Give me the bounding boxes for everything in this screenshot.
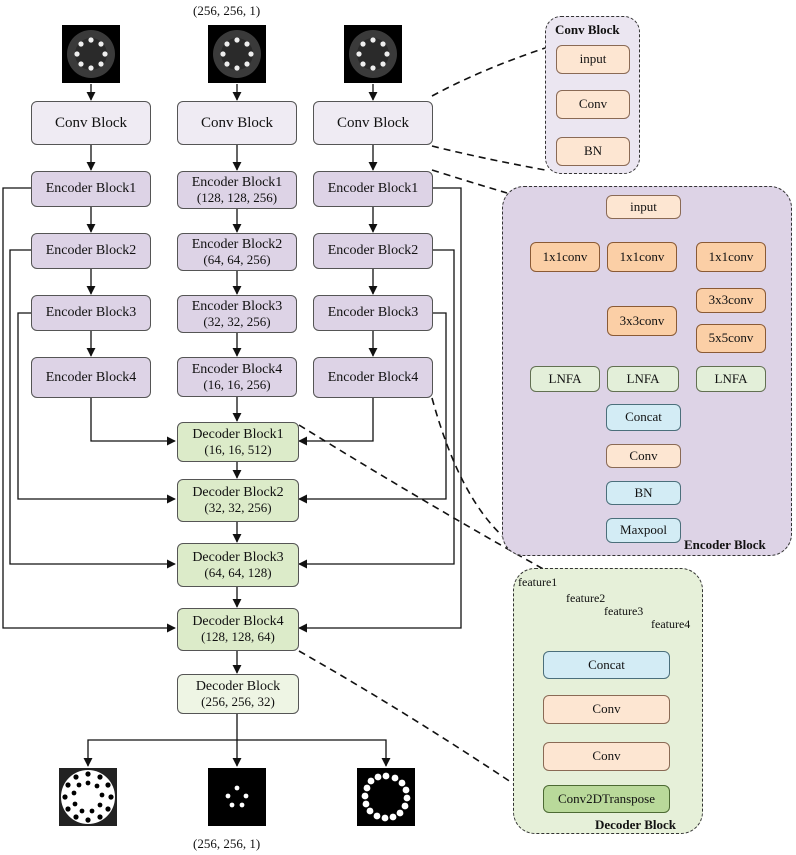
decoder-block3-name: Decoder Block3 — [192, 549, 284, 565]
encoder-block3-left: Encoder Block3 — [31, 295, 151, 331]
input-image-2 — [208, 25, 266, 83]
input-image-1 — [62, 25, 120, 83]
enc-panel-branch2: 1x1conv — [607, 242, 677, 272]
conv-panel-input: input — [556, 45, 630, 74]
encoder-block2-shape: (64, 64, 256) — [203, 251, 271, 267]
output-image-2 — [208, 768, 266, 826]
decoder-block4-name: Decoder Block4 — [192, 614, 284, 630]
dec-panel-conv2: Conv — [543, 742, 670, 771]
input-shape-label: (256, 256, 1) — [193, 3, 261, 18]
output-image-3 — [357, 768, 415, 826]
enc-panel-b3-3x3: 3x3conv — [696, 288, 766, 313]
encoder-block2-left: Encoder Block2 — [31, 233, 151, 269]
feature4-label: feature4 — [651, 617, 691, 631]
enc-panel-input: input — [606, 195, 681, 219]
encoder-block2-name: Encoder Block2 — [191, 236, 283, 252]
encoder-block4-right: Encoder Block4 — [313, 357, 433, 398]
enc-panel-branch1: 1x1conv — [530, 242, 600, 272]
enc-panel-conv: Conv — [606, 444, 681, 468]
decoder-block1-name: Decoder Block1 — [192, 426, 284, 442]
encoder-block4-shape: (16, 16, 256) — [203, 376, 271, 392]
conv-panel-bn: BN — [556, 137, 630, 166]
encoder-panel-title: Encoder Block — [684, 537, 766, 552]
encoder-block1-left: Encoder Block1 — [31, 171, 151, 207]
decoder-block4-shape: (128, 128, 64) — [201, 629, 275, 645]
decoder-block-final: Decoder Block (256, 256, 32) — [177, 674, 299, 714]
decoder-block2-name: Decoder Block2 — [192, 485, 284, 501]
decoder-block3-shape: (64, 64, 128) — [204, 564, 272, 580]
feature1-label: feature1 — [518, 575, 558, 589]
enc-panel-lnfa3: LNFA — [696, 366, 766, 392]
encoder-block1-name: Encoder Block1 — [191, 174, 283, 190]
enc-panel-lnfa2: LNFA — [607, 366, 679, 392]
enc-panel-concat: Concat — [606, 404, 681, 431]
decoder-block3: Decoder Block3 (64, 64, 128) — [177, 543, 299, 587]
output-image-1 — [59, 768, 117, 826]
conv-panel-title: Conv Block — [555, 22, 620, 37]
feature3-label: feature3 — [604, 604, 644, 618]
dec-panel-conv1: Conv — [543, 695, 670, 724]
enc-panel-b3-5x5: 5x5conv — [696, 324, 766, 353]
enc-panel-bn: BN — [606, 481, 681, 505]
encoder-block3-center: Encoder Block3 (32, 32, 256) — [177, 295, 297, 333]
encoder-block1-shape: (128, 128, 256) — [196, 189, 278, 205]
encoder-block4-left: Encoder Block4 — [31, 357, 151, 398]
dec-panel-conv2dtranspose: Conv2DTranspose — [543, 785, 670, 813]
output-shape-label: (256, 256, 1) — [193, 836, 261, 851]
decoder-block-final-shape: (256, 256, 32) — [201, 693, 275, 709]
decoder-block1: Decoder Block1 (16, 16, 512) — [177, 422, 299, 462]
conv-block-right: Conv Block — [313, 101, 433, 145]
decoder-panel-title: Decoder Block — [595, 817, 676, 832]
dec-panel-concat: Concat — [543, 651, 670, 679]
conv-block-left: Conv Block — [31, 101, 151, 145]
decoder-block2: Decoder Block2 (32, 32, 256) — [177, 479, 299, 522]
encoder-block1-right: Encoder Block1 — [313, 171, 433, 207]
enc-panel-b2-3x3: 3x3conv — [607, 306, 677, 336]
enc-panel-lnfa1: LNFA — [530, 366, 600, 392]
enc-panel-maxpool: Maxpool — [606, 518, 681, 543]
decoder-block4: Decoder Block4 (128, 128, 64) — [177, 608, 299, 651]
encoder-block3-name: Encoder Block3 — [191, 298, 283, 314]
input-image-3 — [344, 25, 402, 83]
encoder-block4-center: Encoder Block4 (16, 16, 256) — [177, 357, 297, 397]
feature2-label: feature2 — [566, 591, 606, 605]
encoder-block2-right: Encoder Block2 — [313, 233, 433, 269]
encoder-block3-shape: (32, 32, 256) — [203, 313, 271, 329]
encoder-block4-name: Encoder Block4 — [191, 361, 283, 377]
decoder-block-final-name: Decoder Block — [195, 678, 281, 694]
decoder-block1-shape: (16, 16, 512) — [204, 441, 272, 457]
encoder-block1-center: Encoder Block1 (128, 128, 256) — [177, 171, 297, 209]
encoder-block3-right: Encoder Block3 — [313, 295, 433, 331]
conv-panel-conv: Conv — [556, 90, 630, 119]
encoder-block2-center: Encoder Block2 (64, 64, 256) — [177, 233, 297, 271]
conv-block-center: Conv Block — [177, 101, 297, 145]
enc-panel-branch3: 1x1conv — [696, 242, 766, 272]
decoder-block2-shape: (32, 32, 256) — [204, 500, 272, 516]
